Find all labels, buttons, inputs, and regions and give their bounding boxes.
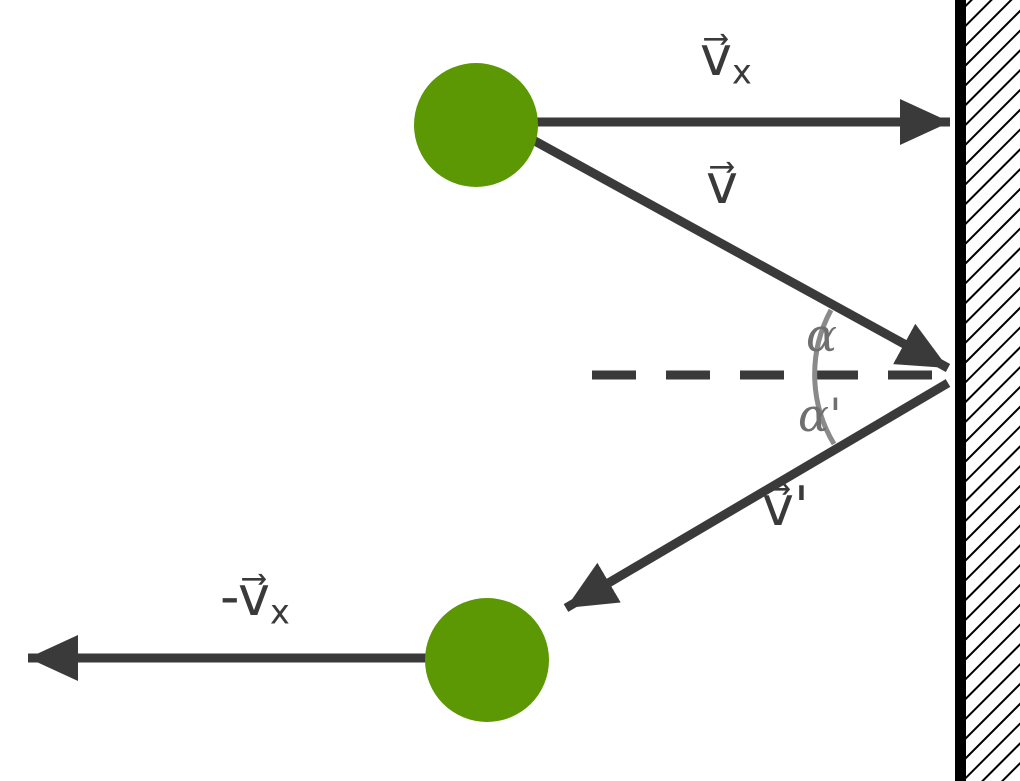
label-vx: v⃗x [700,30,752,89]
label-vx-main: v⃗ [700,25,732,88]
angle-arc [812,308,837,446]
label-v: v⃗ [706,153,738,216]
ball-before [414,63,538,187]
label-alpha: α [806,308,838,362]
wall-hatching [966,0,1020,781]
ball-after [425,598,549,722]
wall-line [955,0,966,781]
label-neg-vx-sub: x [270,592,290,632]
label-neg-vx-main: -v⃗ [220,565,270,628]
velocity-reflected-arrow [563,379,951,612]
label-alpha-prime: α' [798,388,842,442]
velocity-arrow [530,136,951,372]
label-vx-sub: x [731,52,752,92]
label-v-prime: v⃗' [762,475,809,538]
label-neg-vx: -v⃗x [220,570,290,629]
